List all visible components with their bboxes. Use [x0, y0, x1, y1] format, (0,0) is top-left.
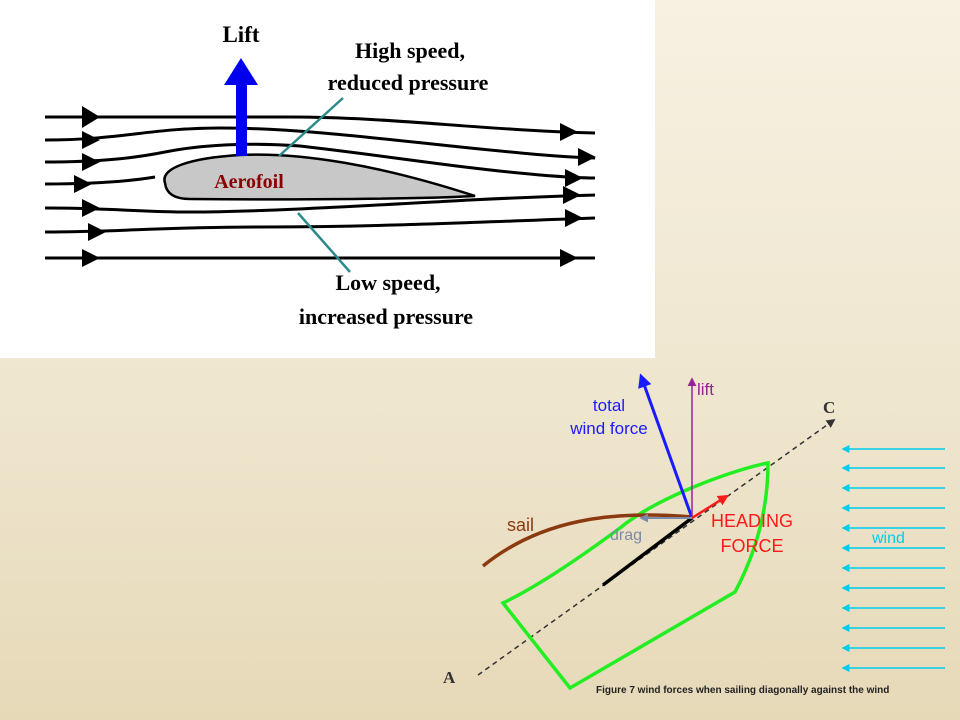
point-c-label: C [823, 398, 835, 417]
point-a-label: A [443, 668, 456, 687]
streamline [44, 216, 596, 234]
arrowhead [578, 148, 596, 166]
streamline [44, 142, 596, 180]
streamline-arrowheads [74, 106, 596, 267]
reduced-pressure-label: reduced pressure [328, 70, 489, 95]
high-speed-label: High speed, [355, 38, 465, 63]
streamlines [44, 115, 596, 260]
leader-line-high-speed [278, 97, 344, 157]
arrowhead [82, 199, 100, 217]
hull-outline [500, 460, 770, 691]
sail-label: sail [507, 515, 534, 535]
arrowhead [560, 123, 578, 141]
wind-label: wind [871, 530, 905, 547]
wind-force-label: wind force [569, 419, 647, 438]
aerofoil-label: Aerofoil [214, 171, 284, 193]
sailing-diagram: total wind force lift C A sail drag HEAD… [443, 373, 945, 696]
streamline [45, 115, 596, 135]
arrowhead [82, 131, 100, 149]
arrowhead [74, 175, 92, 193]
boom-line [601, 516, 694, 587]
streamline [44, 126, 596, 160]
figure-caption: Figure 7 wind forces when sailing diagon… [596, 685, 889, 696]
arrowhead [565, 169, 583, 187]
total-label: total [593, 396, 625, 415]
heading-force-arrow [691, 494, 729, 520]
arrowhead [563, 186, 581, 204]
aerofoil-diagram: Lift High speed, reduced pressure Aerofo… [0, 0, 655, 358]
streamline [44, 175, 156, 186]
increased-pressure-label: increased pressure [299, 304, 473, 329]
low-speed-label: Low speed, [335, 270, 440, 295]
course-line [477, 418, 836, 676]
leader-line-low-speed [297, 212, 351, 273]
arrowhead [82, 106, 100, 128]
streamline [44, 193, 596, 214]
arrowhead [560, 249, 578, 267]
lift-label-sail: lift [697, 380, 714, 399]
drag-label: drag [610, 527, 642, 544]
arrowhead [565, 209, 583, 227]
sail-curve [481, 513, 693, 568]
arrowhead [82, 249, 100, 267]
lift-arrow [224, 58, 258, 156]
lift-label: Lift [222, 22, 259, 47]
arrowhead [82, 153, 100, 171]
heading-label: HEADING [711, 511, 793, 531]
force-label: FORCE [721, 536, 784, 556]
aerofoil-shape [163, 153, 476, 201]
arrowhead [88, 223, 106, 241]
wind-arrows [841, 445, 945, 672]
total-wind-force-arrow [638, 373, 694, 519]
